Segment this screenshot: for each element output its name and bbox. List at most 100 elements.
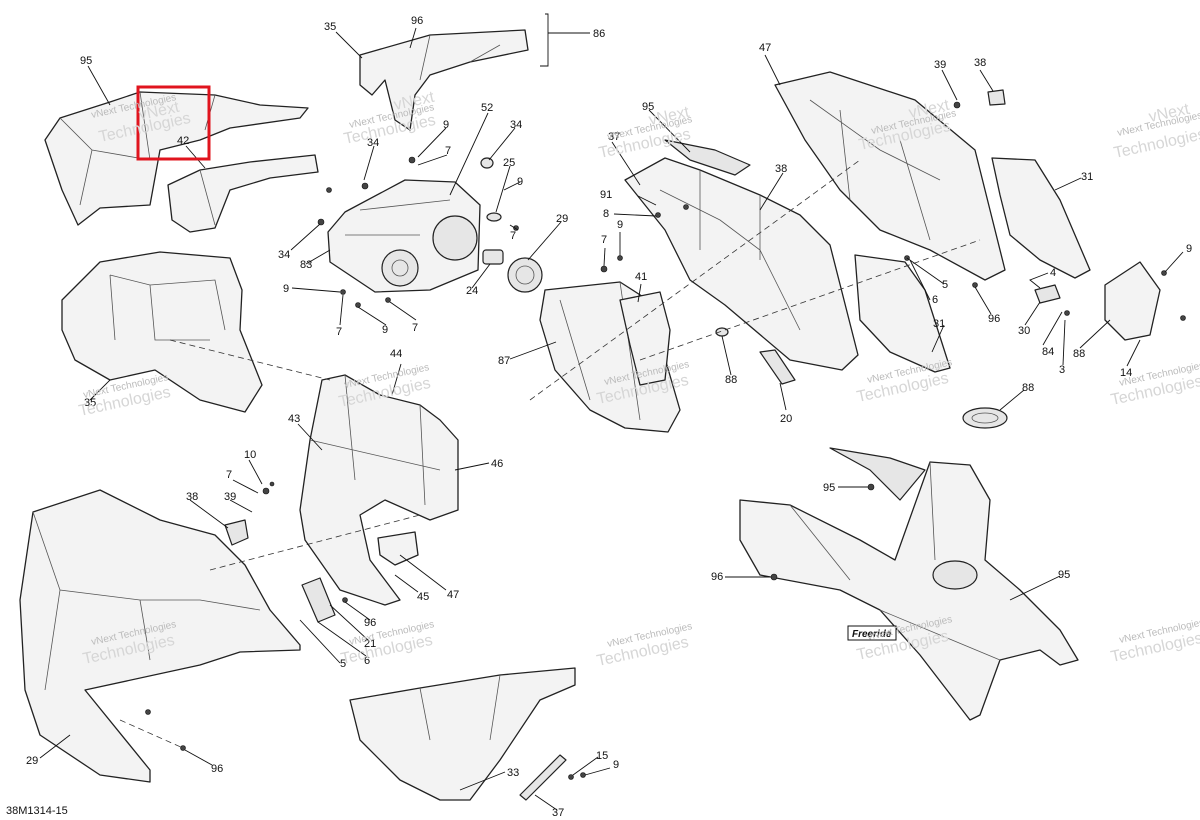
callout-41: 43 — [288, 413, 300, 425]
callout-29: 29 — [26, 755, 38, 767]
callout-10: 10 — [244, 449, 256, 461]
part-41-center-panel — [299, 374, 459, 606]
leader-lines — [39, 13, 1184, 811]
callout-7-d: 7 — [412, 322, 418, 334]
callout-34-c: 34 — [278, 249, 290, 261]
callout-83: 88 — [1022, 382, 1034, 394]
callout-30: 30 — [1018, 325, 1030, 337]
callout-96-top: 96 — [411, 15, 423, 27]
part-40-small-panel — [619, 291, 671, 386]
part-25-bulb — [507, 257, 543, 293]
callout-9-c: 9 — [283, 283, 289, 295]
callout-75: 87 — [498, 355, 510, 367]
part-21-plate — [301, 577, 336, 623]
part-38-fastener — [224, 519, 249, 546]
part-35-upper-trim — [359, 29, 529, 131]
callout-95-a: 95 — [823, 482, 835, 494]
callout-7-b: 7 — [510, 230, 516, 242]
callout-91: 88 — [725, 374, 737, 386]
callout-6-a: 6 — [932, 294, 938, 306]
callout-7-e: 7 — [601, 234, 607, 246]
part-84-front-nose — [44, 91, 309, 226]
callout-9-f: 9 — [613, 759, 619, 771]
callout-3: 3 — [1059, 364, 1065, 376]
callout-33: 33 — [507, 767, 519, 779]
callout-4: 4 — [1050, 267, 1056, 279]
callout-62: 83 — [300, 259, 312, 271]
callout-95-b: 96 — [711, 571, 723, 583]
callout-34-b: 34 — [510, 119, 522, 131]
callout-96-b: 96 — [364, 617, 376, 629]
callout-21: 21 — [364, 638, 376, 650]
callout-labels: 95 42 35 96 86 52 9 7 34 34 25 9 7 29 34… — [26, 15, 1192, 819]
callout-9-b: 9 — [517, 176, 523, 188]
callout-74: 86 — [593, 28, 605, 40]
part-33-lower-cover — [349, 667, 576, 801]
callout-72: 84 — [1042, 346, 1054, 358]
callout-86: 95 — [1058, 569, 1070, 581]
callout-42: 45 — [417, 591, 429, 603]
callout-31-a: 31 — [1081, 171, 1093, 183]
callout-35-top: 35 — [324, 21, 336, 33]
callout-6-b: 6 — [364, 655, 370, 667]
callout-38-top: 38 — [974, 57, 986, 69]
callout-31-b: 31 — [933, 318, 945, 330]
part-62-headlight-housing — [327, 179, 481, 293]
part-45-small-trim — [377, 531, 419, 566]
freeride-logo: Freeride — [847, 625, 897, 641]
part-46-trim — [167, 154, 319, 233]
hardware-set — [145, 101, 1186, 780]
callout-84: 95 — [80, 55, 92, 67]
part-31-deflector-lower — [854, 254, 951, 373]
part-31-deflector-upper — [991, 157, 1091, 279]
callout-5-b: 5 — [340, 658, 346, 670]
document-code: 38M1314-15 — [6, 805, 68, 817]
part-47-upper-console — [774, 71, 1006, 281]
callout-46: 42 — [177, 135, 189, 147]
callout-37-a: 37 — [608, 131, 620, 143]
part-86-lower-panel — [739, 447, 1079, 721]
part-22-socket — [482, 249, 504, 265]
callout-24: 25 — [503, 157, 515, 169]
callout-43: 44 — [390, 348, 402, 360]
callout-25: 29 — [556, 213, 568, 225]
part-83-ring — [962, 407, 1008, 429]
callout-47: 47 — [759, 42, 771, 54]
callout-39: 39 — [224, 491, 236, 503]
highlight-box — [136, 85, 211, 161]
callout-44: 46 — [491, 458, 503, 470]
callout-9-a: 9 — [443, 119, 449, 131]
callout-96-c: 96 — [211, 763, 223, 775]
callout-96-a: 96 — [988, 313, 1000, 325]
callout-52: 52 — [481, 102, 493, 114]
part-14-bracket — [1104, 261, 1161, 341]
part-36-handle — [519, 754, 567, 801]
callout-37-b: 38 — [775, 163, 787, 175]
callout-5-a: 5 — [942, 279, 948, 291]
parts-layer — [19, 29, 1186, 801]
callout-20: 20 — [780, 413, 792, 425]
callout-36: 37 — [552, 807, 564, 819]
callout-45: 47 — [447, 589, 459, 601]
part-35-instrument-housing — [61, 251, 263, 413]
part-29-side-panel — [19, 489, 301, 783]
part-34-grommet — [480, 157, 494, 169]
callout-22: 24 — [466, 285, 478, 297]
part-24-clip — [486, 212, 502, 222]
callout-40: 41 — [635, 271, 647, 283]
callout-7-f: 7 — [226, 469, 232, 481]
callout-14: 14 — [1120, 367, 1132, 379]
callout-8: 8 — [603, 208, 609, 220]
part-30-latch — [1034, 284, 1061, 304]
callout-76: 88 — [1073, 348, 1085, 360]
callout-7-c: 7 — [336, 326, 342, 338]
callout-34-a: 34 — [367, 137, 379, 149]
callout-39-top: 39 — [934, 59, 946, 71]
freeride-logo-text: Freeride — [852, 629, 892, 640]
callout-38: 38 — [186, 491, 198, 503]
callout-88: 91 — [600, 189, 612, 201]
assembly-dash-lines — [119, 159, 981, 749]
callout-7-a: 7 — [445, 145, 451, 157]
part-20-strip — [759, 349, 796, 385]
